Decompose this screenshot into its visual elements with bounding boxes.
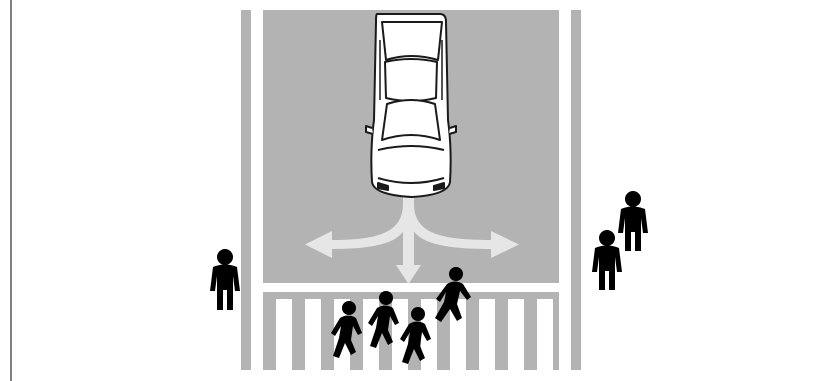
crosswalk-stripe — [276, 299, 292, 370]
curb-right — [571, 10, 581, 370]
crosswalk-stripe — [537, 299, 553, 370]
pedestrian-icon — [618, 191, 648, 251]
pedestrian-icon — [210, 249, 240, 310]
crosswalk-stripe — [479, 299, 495, 370]
pedestrian-icon — [592, 230, 622, 290]
car-top-view-icon — [366, 14, 456, 197]
curb-left — [241, 10, 251, 370]
crosswalk-stripe — [508, 299, 524, 370]
crosswalk-top-band — [263, 292, 559, 299]
crosswalk-stripe — [305, 299, 321, 370]
